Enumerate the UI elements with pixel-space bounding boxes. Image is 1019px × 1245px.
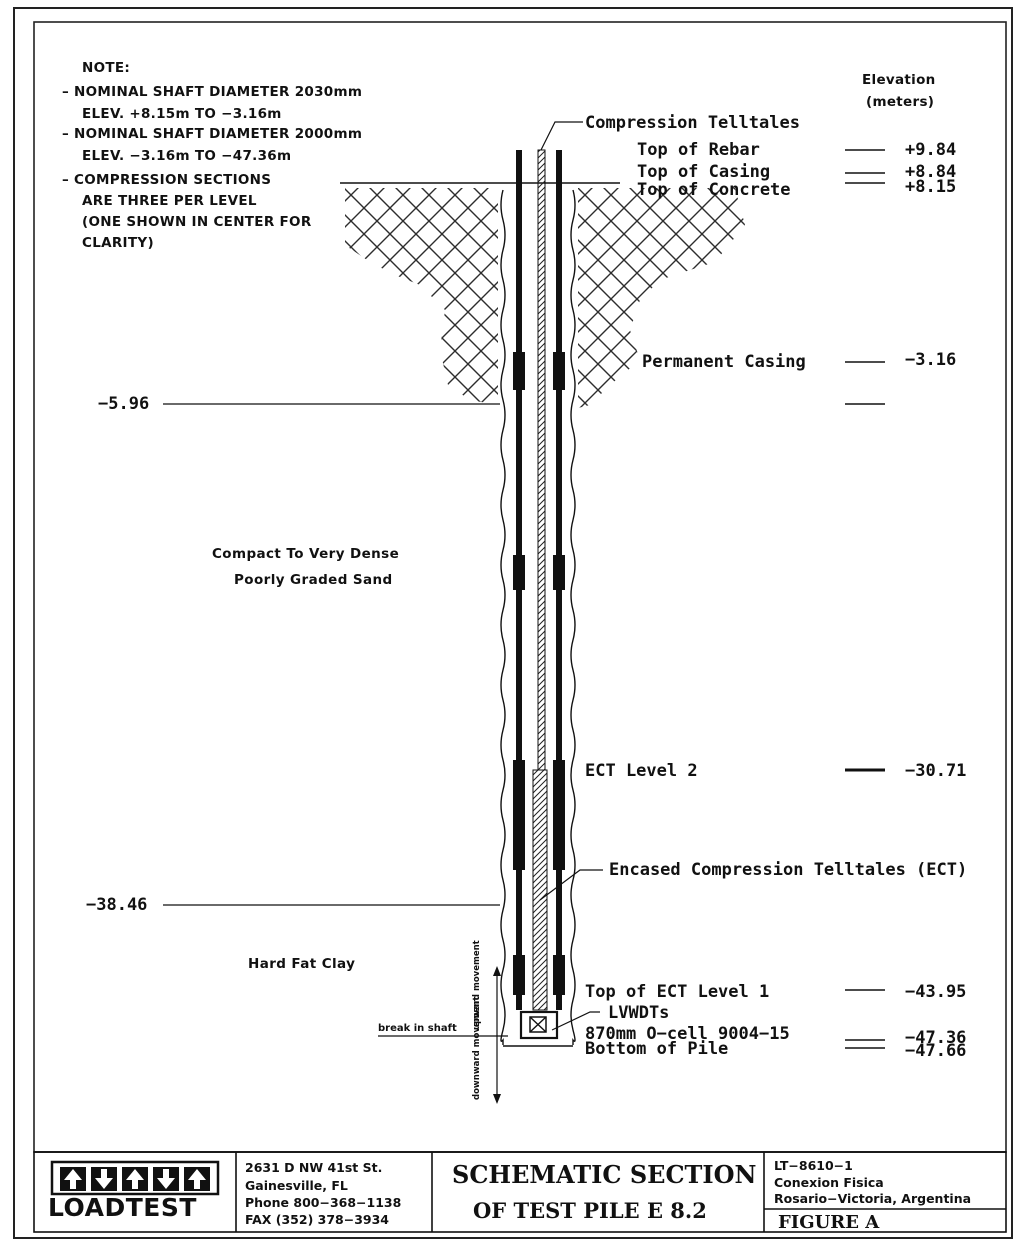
shaft-wall-left [500, 189, 506, 1045]
level-label: Top of ECT Level 1 [585, 982, 770, 1002]
phone: Phone 800−368−1138 [245, 1195, 402, 1210]
outer-border [13, 7, 1013, 1239]
break-label: break in shaft [378, 1023, 457, 1034]
elevation-value: −47.36 [905, 1028, 967, 1048]
note-line: – COMPRESSION SECTIONS [62, 172, 272, 188]
soil-hatch-left [345, 188, 498, 405]
level-label: Compression Telltales [585, 113, 800, 133]
loadtest-logo-arrows [50, 1160, 220, 1196]
address-line: Gainesville, FL [245, 1178, 348, 1193]
address-line: 2631 D NW 41st St. [245, 1160, 383, 1175]
note-line: ELEV. +8.15m TO −3.16m [82, 106, 282, 122]
elevation-header: Elevation [862, 72, 936, 88]
downward-label: downward movement [472, 996, 482, 1100]
note-line: ARE THREE PER LEVEL [82, 193, 257, 209]
telltale-upper [537, 149, 546, 771]
project-location: Rosario−Victoria, Argentina [774, 1191, 972, 1206]
logo-text: LOADTEST [48, 1193, 197, 1222]
level-label: Top of Rebar [637, 140, 760, 160]
drawing-title: SCHEMATIC SECTION [452, 1160, 757, 1189]
client-name: Conexion Fisica [774, 1175, 884, 1190]
note-line: CLARITY) [82, 235, 154, 251]
elevation-value: +9.84 [905, 140, 957, 160]
level-label: Bottom of Pile [585, 1039, 729, 1059]
elevation-value: −3.16 [905, 350, 957, 370]
soil-layer-2: Hard Fat Clay [248, 956, 356, 972]
elevation-value: +8.84 [905, 162, 957, 182]
shaft-wall-right [570, 189, 576, 1045]
ect-lower [532, 769, 548, 1011]
soil-layer-1b: Poorly Graded Sand [234, 572, 393, 588]
level-label: Top of Casing [637, 162, 771, 182]
note-line: ELEV. −3.16m TO −47.36m [82, 148, 292, 164]
elevation-value: +8.15 [905, 177, 957, 197]
soil-boundary-2: −38.46 [86, 895, 148, 915]
note-line: – NOMINAL SHAFT DIAMETER 2000mm [62, 126, 363, 142]
level-label: Encased Compression Telltales (ECT) [609, 860, 968, 880]
elevation-value: −43.95 [905, 982, 967, 1002]
figure-label: FIGURE A [778, 1212, 880, 1233]
fax: FAX (352) 378−3934 [245, 1212, 389, 1227]
elevation-value: −47.66 [905, 1041, 967, 1061]
level-label: LVWDTs [608, 1003, 670, 1023]
level-label: 870mm O−cell 9004−15 [585, 1024, 790, 1044]
soil-layer-1: Compact To Very Dense [212, 546, 400, 562]
soil-boundary-1: −5.96 [98, 394, 150, 414]
project-number: LT−8610−1 [774, 1158, 853, 1173]
level-label: Top of Concrete [637, 180, 791, 200]
level-label: Permanent Casing [642, 352, 806, 372]
note-line: (ONE SHOWN IN CENTER FOR [82, 214, 312, 230]
note-line: – NOMINAL SHAFT DIAMETER 2030mm [62, 84, 363, 100]
elevation-value: −30.71 [905, 761, 967, 781]
level-label: ECT Level 2 [585, 761, 698, 781]
soil-hatch-right [578, 188, 745, 408]
notes-heading: NOTE: [82, 60, 131, 76]
drawing-subtitle: OF TEST PILE E 8.2 [473, 1198, 707, 1223]
elevation-unit: (meters) [866, 94, 935, 110]
